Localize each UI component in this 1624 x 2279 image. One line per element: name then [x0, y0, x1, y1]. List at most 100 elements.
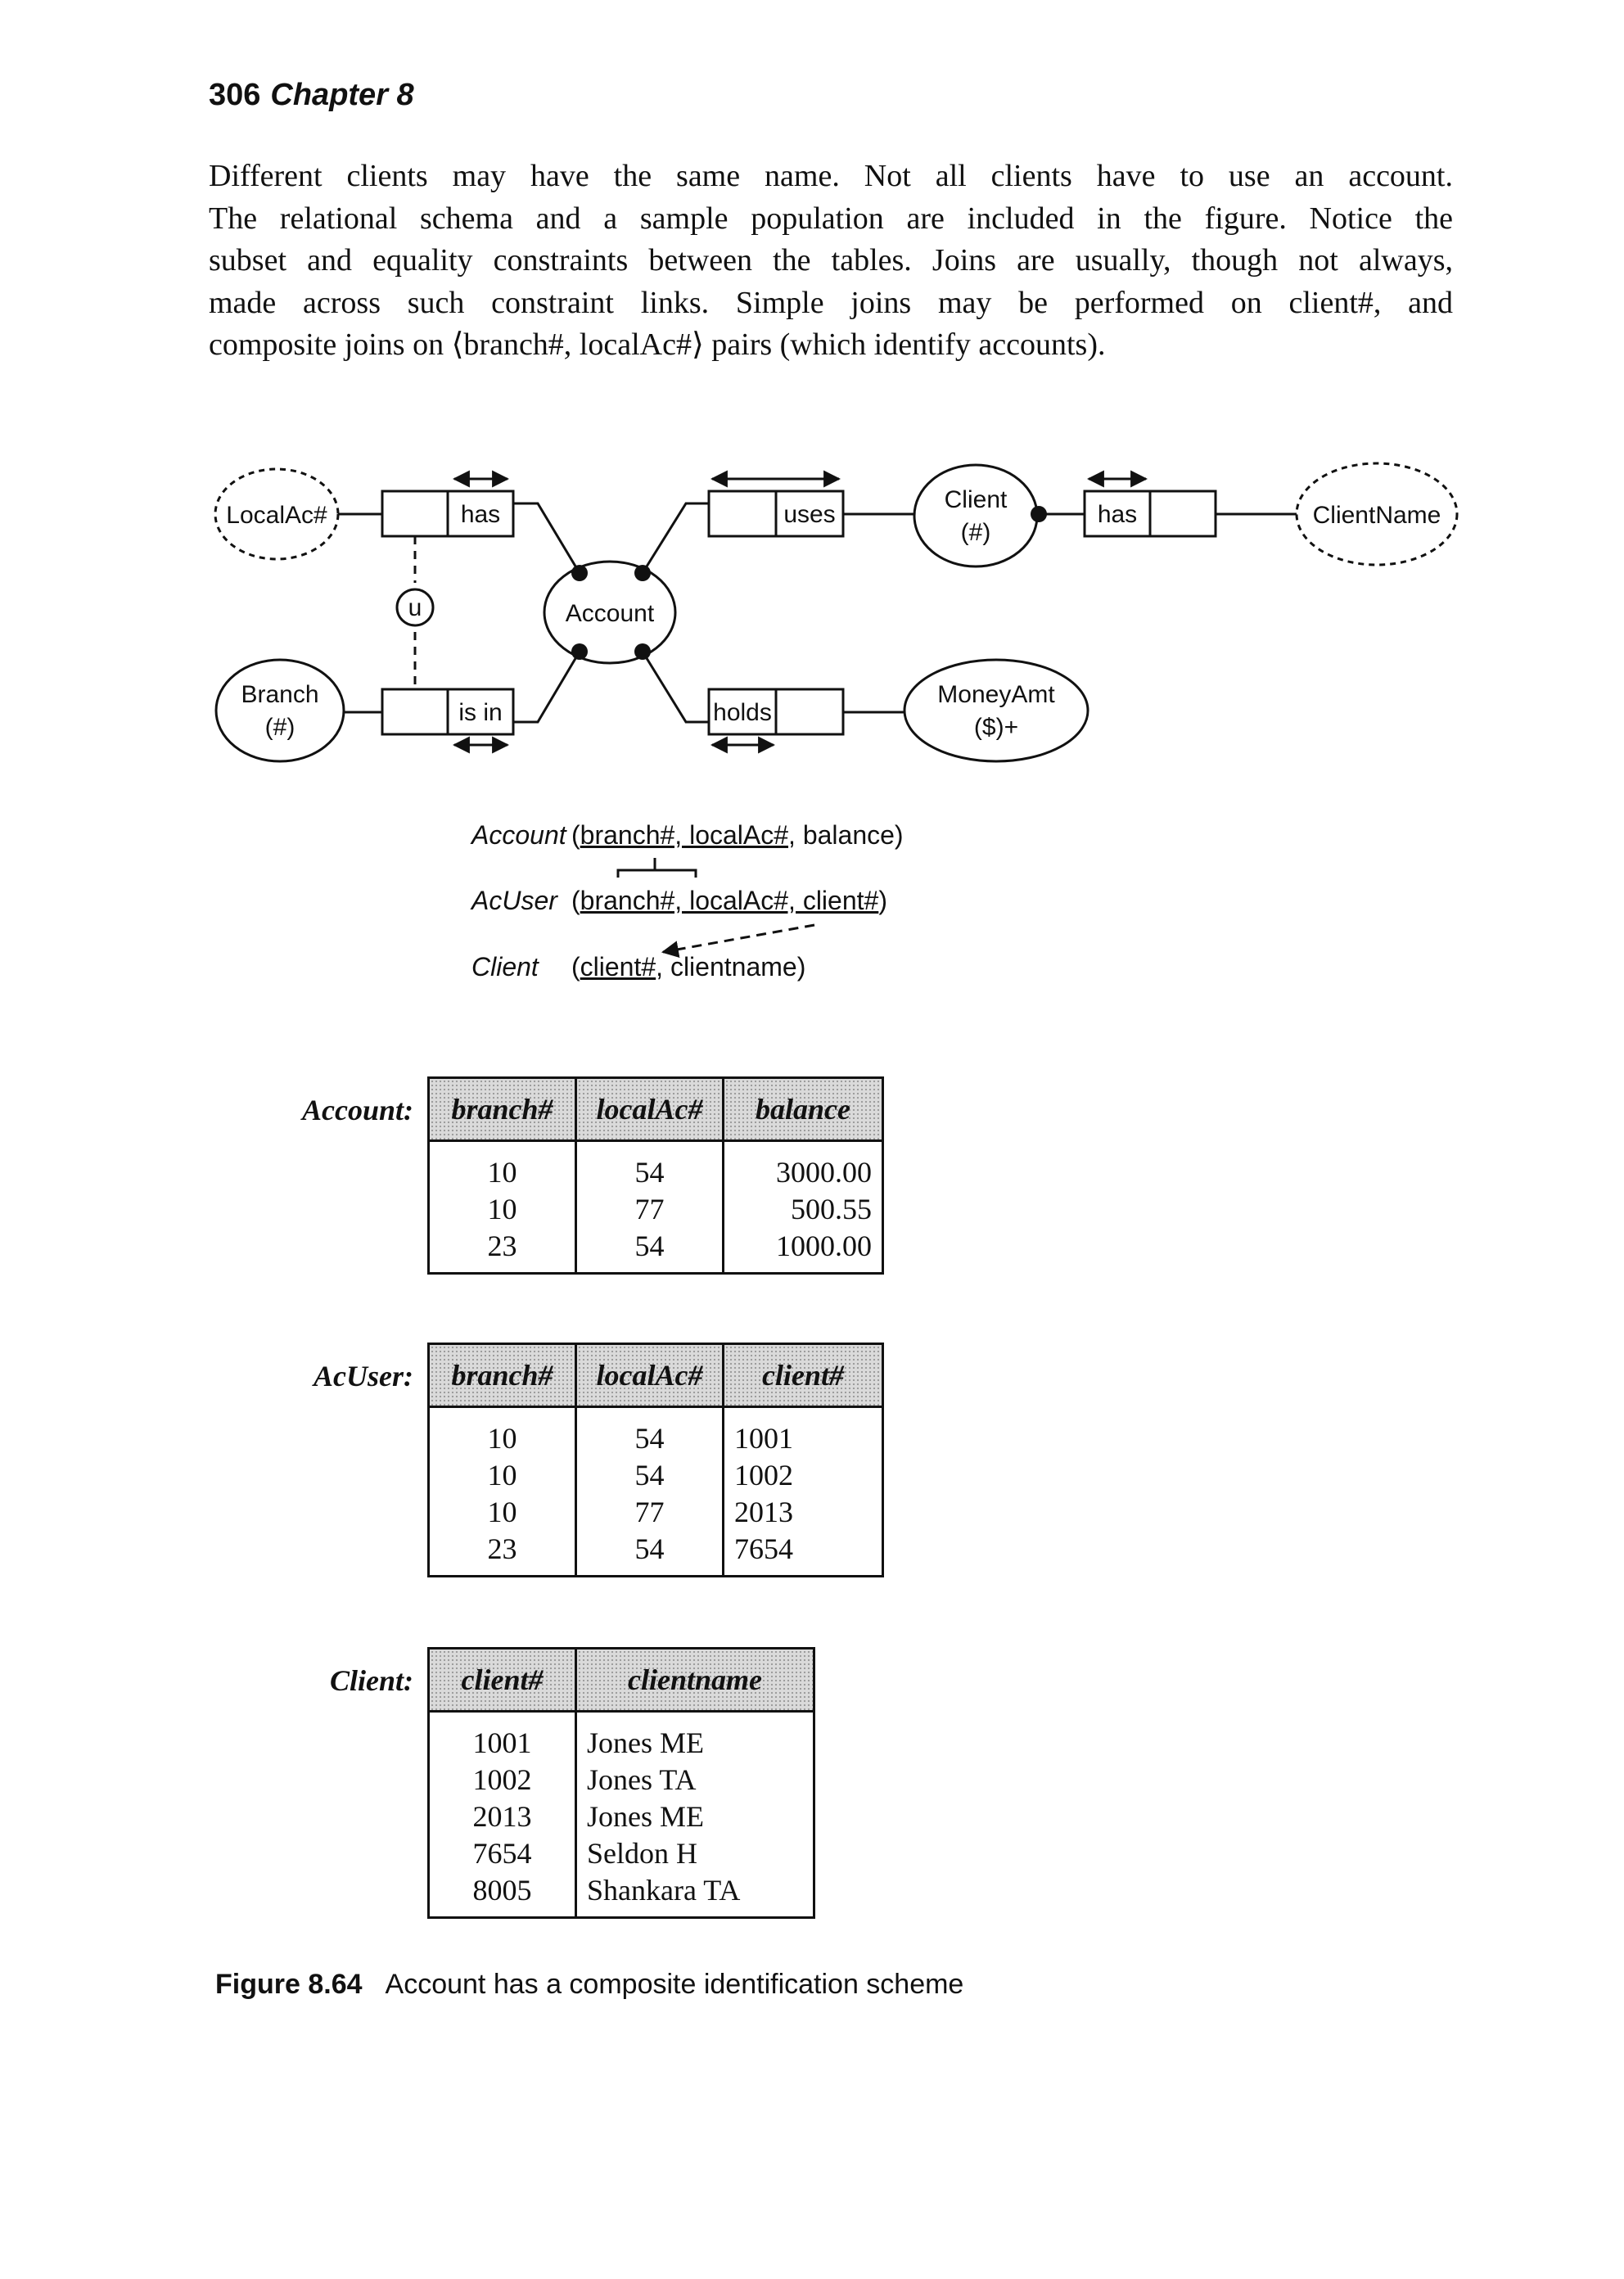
- table-cell: 10: [427, 1406, 577, 1456]
- table-row: 10 77 2013: [427, 1493, 884, 1530]
- moneyamt-ellipse: [903, 658, 1089, 763]
- holds-role-2: [774, 688, 845, 736]
- has-right-role-2: [1148, 490, 1217, 538]
- client-mode: (#): [961, 519, 991, 546]
- account-table: branch# localAc# balance 10 54 3000.00 1…: [427, 1076, 884, 1275]
- paragraph-line: composite joins on ⟨branch#, localAc#⟩ p…: [209, 327, 1106, 362]
- column-header: branch#: [427, 1076, 577, 1142]
- schema-relation-name: Client: [471, 952, 539, 982]
- schema-rest: , balance): [788, 820, 904, 850]
- table-cell: 1001: [722, 1406, 884, 1456]
- mandatory-dot: [634, 565, 651, 581]
- figure-caption-text: Account has a composite identification s…: [385, 1969, 964, 2000]
- account-ellipse: [543, 560, 677, 665]
- is-in-role-2: [446, 688, 515, 736]
- equality-constraint-line: [616, 869, 697, 878]
- mandatory-dot: [571, 565, 588, 581]
- client-table: client# clientname 1001 Jones ME 1002 Jo…: [427, 1647, 815, 1919]
- paragraph-line: Different clients may have the same name…: [209, 159, 1453, 193]
- schema-acuser: AcUser(branch#, localAc#, client#): [471, 886, 887, 915]
- table-cell: 1002: [427, 1761, 577, 1798]
- table-row: 23 54 7654: [427, 1530, 884, 1577]
- connector: [641, 502, 709, 574]
- table-row: 7654 Seldon H: [427, 1834, 815, 1871]
- table-cell: Seldon H: [575, 1834, 815, 1871]
- uniqueness-circle: [395, 588, 435, 627]
- table-cell: 54: [575, 1406, 724, 1456]
- acuser-table: branch# localAc# client# 10 54 1001 10 5…: [427, 1343, 884, 1577]
- table-label-acuser: AcUser:: [314, 1360, 413, 1392]
- page-number: 306: [209, 78, 261, 112]
- table-cell: 77: [575, 1493, 724, 1530]
- connector: [641, 651, 709, 724]
- connector: [513, 651, 581, 724]
- table-cell: 10: [427, 1493, 577, 1530]
- table-row: 1001 Jones ME: [427, 1711, 815, 1761]
- mandatory-dot: [1031, 506, 1047, 522]
- table-cell: 1001: [427, 1711, 577, 1761]
- column-header: localAc#: [575, 1076, 724, 1142]
- table-cell: Jones TA: [575, 1761, 815, 1798]
- localac-label: LocalAc#: [226, 502, 327, 529]
- table-cell: 1002: [722, 1456, 884, 1493]
- column-header: balance: [722, 1076, 884, 1142]
- table-cell: 77: [575, 1190, 724, 1227]
- table-cell: Shankara TA: [575, 1871, 815, 1919]
- client-label: Client: [945, 486, 1008, 513]
- table-row: 1002 Jones TA: [427, 1761, 815, 1798]
- schema-key: branch#, localAc#: [580, 820, 789, 850]
- chapter-title: Chapter 8: [270, 78, 414, 112]
- table-cell: Jones ME: [575, 1711, 815, 1761]
- mandatory-dot: [571, 643, 588, 660]
- table-cell: 2013: [427, 1798, 577, 1834]
- table-label-client: Client:: [329, 1664, 413, 1697]
- uses-role-1: [707, 490, 778, 538]
- account-label: Account: [566, 600, 655, 627]
- uses-label: uses: [783, 501, 835, 528]
- clientname-label: ClientName: [1313, 502, 1441, 529]
- table-cell: 54: [575, 1140, 724, 1190]
- schema-account: Account(branch#, localAc#, balance): [471, 820, 904, 850]
- table-cell: 500.55: [722, 1190, 884, 1227]
- table-cell: 7654: [427, 1834, 577, 1871]
- connector: [513, 502, 581, 574]
- table-cell: 23: [427, 1530, 577, 1577]
- table-cell: 10: [427, 1140, 577, 1190]
- table-cell: 10: [427, 1190, 577, 1227]
- table-row: 8005 Shankara TA: [427, 1871, 815, 1919]
- table-row: 2013 Jones ME: [427, 1798, 815, 1834]
- column-header: branch#: [427, 1343, 577, 1408]
- table-cell: 8005: [427, 1871, 577, 1919]
- schema-relation-name: Account: [471, 820, 566, 850]
- client-ellipse: [913, 463, 1039, 568]
- table-cell: 10: [427, 1456, 577, 1493]
- branch-mode: (#): [265, 714, 295, 741]
- table-row: 10 77 500.55: [427, 1190, 884, 1227]
- has-right-label: has: [1098, 501, 1137, 528]
- column-header: client#: [722, 1343, 884, 1408]
- paragraph-line: subset and equality constraints between …: [209, 243, 1453, 278]
- is-in-role-1: [381, 688, 449, 736]
- branch-label: Branch: [241, 681, 318, 708]
- schema-key: client#: [580, 952, 656, 982]
- schema-rest: , clientname): [656, 952, 806, 982]
- table-row: 23 54 1000.00: [427, 1227, 884, 1275]
- moneyamt-label: MoneyAmt: [937, 681, 1055, 708]
- paragraph-line: The relational schema and a sample popul…: [209, 201, 1453, 236]
- column-header: clientname: [575, 1647, 815, 1713]
- mandatory-dot: [634, 643, 651, 660]
- table-row: 10 54 1001: [427, 1406, 884, 1456]
- table-label-account: Account:: [301, 1094, 413, 1126]
- table-cell: 54: [575, 1530, 724, 1577]
- schema-rest: ): [878, 886, 887, 915]
- has-left-label: has: [461, 501, 500, 528]
- has-left-role-2: [446, 490, 515, 538]
- table-row: 10 54 3000.00: [427, 1140, 884, 1190]
- clientname-ellipse: [1295, 462, 1459, 566]
- column-header: client#: [427, 1647, 577, 1713]
- table-cell: 7654: [722, 1530, 884, 1577]
- is-in-label: is in: [458, 699, 502, 726]
- schema-client: Client(client#, clientname): [471, 952, 806, 982]
